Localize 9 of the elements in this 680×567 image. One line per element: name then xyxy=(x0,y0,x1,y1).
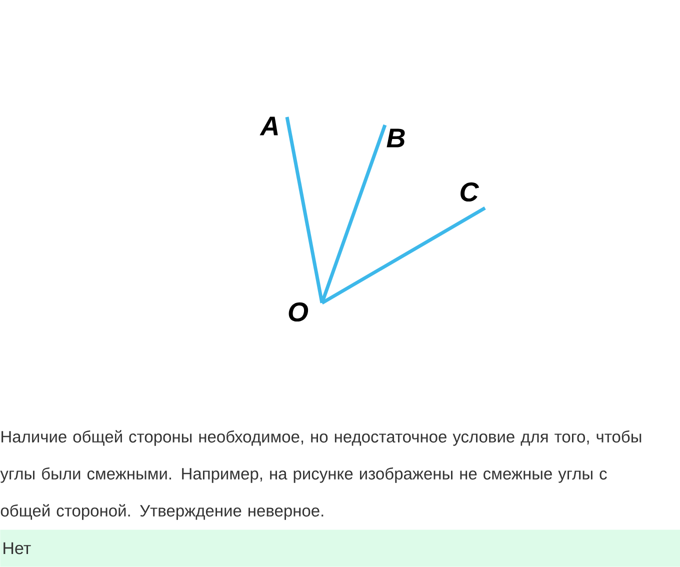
point-label: A xyxy=(260,116,278,136)
point-label: B xyxy=(386,128,405,148)
ray xyxy=(321,206,486,304)
point-label: C xyxy=(460,182,480,202)
answer-band: Нет xyxy=(0,530,680,567)
explanation-text: Наличие общей стороны необходимое, но недостаточное условие для того, чтобы углы были смежными. Например, на рисунке изображены не смежные углы с общей стороной. Утверждение неверное. xyxy=(0,430,642,520)
point-label: O xyxy=(288,302,308,322)
ray xyxy=(285,116,324,304)
ray xyxy=(320,124,387,304)
